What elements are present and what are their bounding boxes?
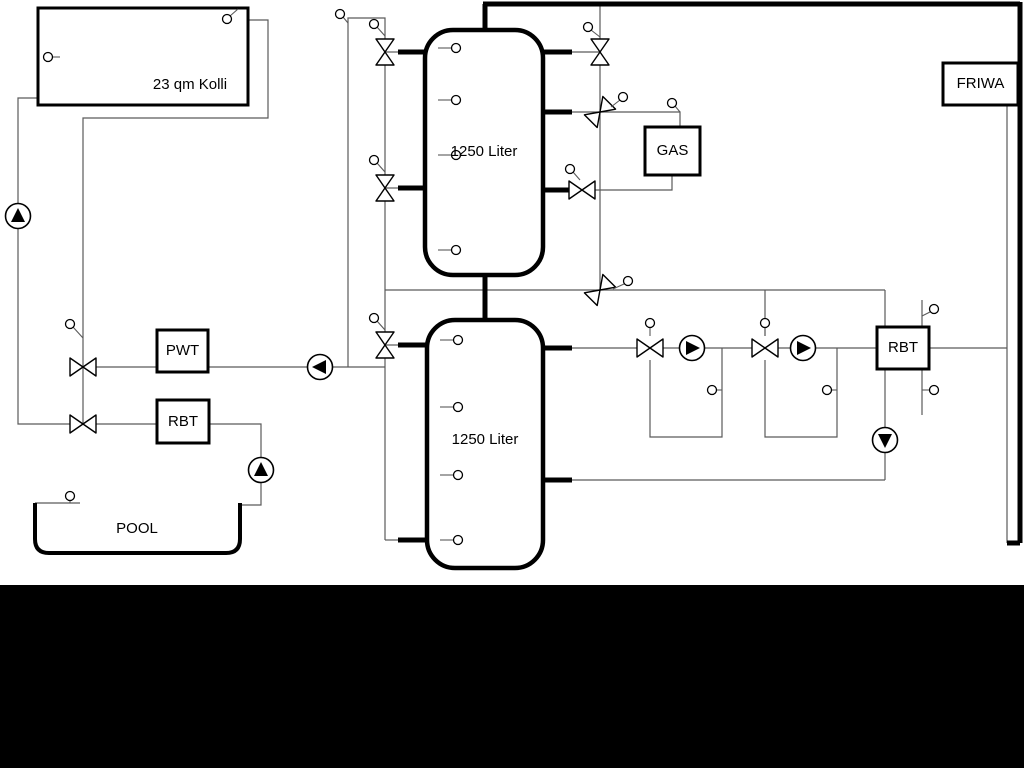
pwt-box [155, 328, 210, 374]
three-way-valve [375, 331, 395, 359]
three-way-valve [636, 338, 664, 358]
gas-boiler-box [643, 125, 702, 177]
buffer-tank-bottom [424, 317, 546, 571]
pump-left [306, 353, 334, 381]
rbt-right-label: RBT [888, 339, 918, 356]
three-way-valve [375, 174, 395, 202]
pipes-thick [398, 1, 1023, 546]
temperature-sensors [42, 8, 940, 546]
pump-up [247, 456, 275, 484]
three-way-valve [751, 338, 779, 358]
three-way-valve [69, 357, 97, 377]
collector-label: 23 qm Kolli [152, 76, 228, 93]
letterbox-bottom [0, 585, 1024, 768]
piping-diagram-canvas [4, 1, 1023, 571]
three-way-valve [583, 95, 617, 129]
rbt-left-label: RBT [168, 412, 198, 430]
solar-collector-box [36, 6, 250, 107]
rbt-right-box [875, 325, 931, 371]
gas-label: GAS [656, 142, 689, 159]
tank-bottom-label: 1250 Liter [451, 431, 519, 448]
pump-right [789, 334, 817, 362]
three-way-valve [583, 273, 617, 307]
pwt-label: PWT [165, 342, 200, 359]
pump-down [871, 426, 899, 454]
rbt-left-box [155, 398, 211, 445]
pool-basin [33, 503, 242, 555]
pool-label: POOL [116, 520, 158, 537]
three-way-valve [69, 414, 97, 434]
three-way-valve [590, 38, 610, 66]
pump-up [4, 202, 32, 230]
friwa-box [941, 61, 1020, 107]
three-way-valve [375, 38, 395, 66]
buffer-tank-top [422, 27, 546, 278]
friwa-label: FRIWA [956, 75, 1005, 92]
three-way-valve [568, 180, 596, 200]
pump-right [678, 334, 706, 362]
tank-top-label: 1250 Liter [450, 143, 518, 160]
